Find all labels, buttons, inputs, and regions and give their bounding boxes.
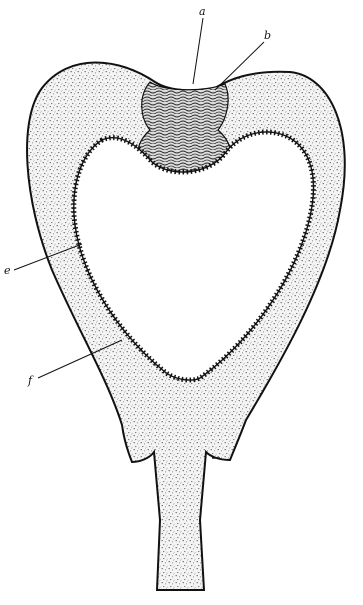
label-e: e <box>4 264 11 277</box>
label-b: b <box>264 29 271 42</box>
label-f: f <box>27 374 34 387</box>
leader-line-a <box>193 18 203 84</box>
label-a: a <box>199 5 206 18</box>
